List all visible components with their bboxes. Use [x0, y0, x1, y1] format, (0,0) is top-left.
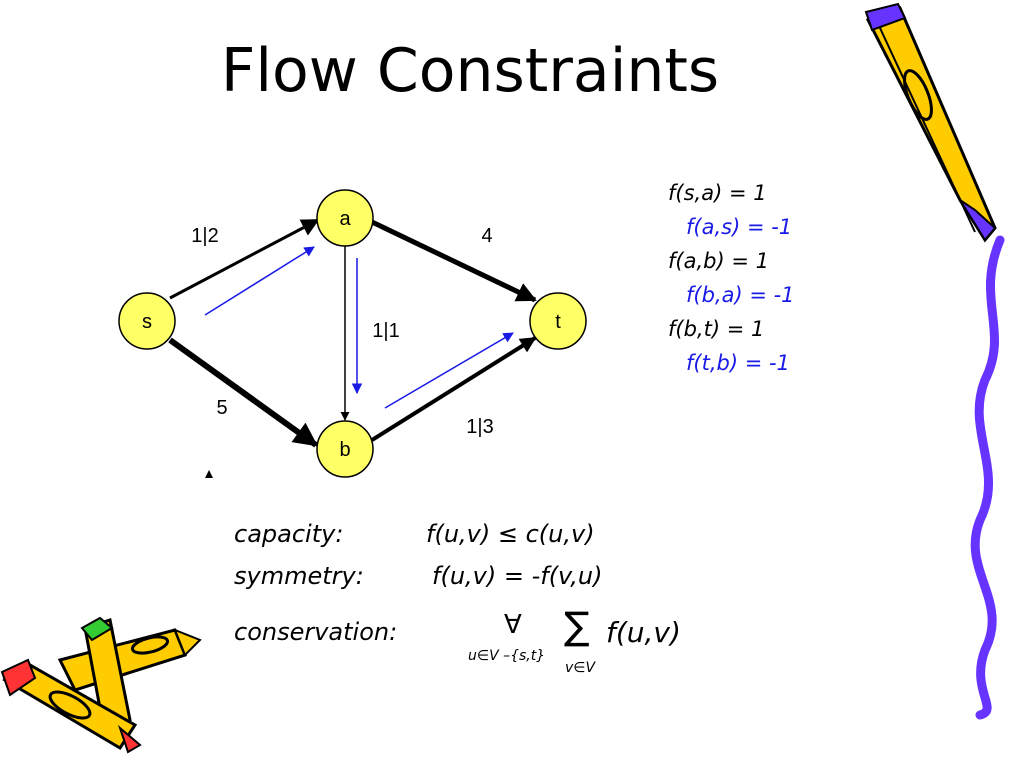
pencil-icon	[864, 2, 997, 243]
node-s-label: s	[142, 311, 152, 333]
edge-a-t	[370, 219, 537, 303]
squiggle-border	[970, 235, 1005, 720]
node-t: t	[529, 292, 587, 350]
flow-value-reverse: f(t,b) = -1	[686, 351, 790, 375]
flow-value: f(s,a) = 1	[668, 181, 767, 205]
symmetry-row: symmetry: f(u,v) = -f(v,u)	[234, 562, 603, 590]
edge-label-s-b: 5	[216, 397, 227, 419]
flow-value: f(a,b) = 1	[668, 249, 769, 273]
flow-value: f(b,t) = 1	[668, 317, 765, 341]
node-b: b	[316, 420, 374, 478]
flow-arrow-b-t	[384, 332, 514, 409]
small-caret-mark	[205, 470, 213, 478]
node-a-label: a	[339, 208, 351, 230]
symmetry-formula: f(u,v) = -f(v,u)	[432, 562, 603, 590]
flow-values-list: f(s,a) = 1 f(a,s) = -1 f(a,b) = 1 f(b,a)…	[668, 176, 795, 380]
edge-b-t	[370, 336, 537, 442]
sum-subscript: v∈V	[565, 660, 596, 676]
edge-label-s-a: 1|2	[191, 225, 218, 247]
forall-subscript: u∈V –{s,t}	[468, 648, 546, 664]
conservation-row: conservation: ∀ u∈V –{s,t} ∑ v∈V f(u,v)	[234, 604, 714, 688]
flow-arrow-s-a	[204, 246, 315, 316]
crayons-icon	[0, 616, 202, 754]
node-a: a	[316, 189, 374, 247]
conservation-label: conservation:	[234, 618, 398, 646]
conservation-formula: f(u,v)	[606, 616, 681, 649]
edge-label-b-t: 1|3	[466, 416, 493, 438]
edge-s-a	[169, 218, 320, 300]
sum-symbol: ∑	[564, 604, 590, 648]
capacity-label: capacity:	[234, 520, 344, 548]
edge-label-a-b: 1|1	[372, 320, 399, 342]
node-s: s	[118, 292, 176, 350]
node-b-label: b	[339, 439, 350, 461]
capacity-formula: f(u,v) ≤ c(u,v)	[426, 520, 595, 548]
symmetry-label: symmetry:	[234, 562, 364, 590]
edge-label-a-t: 4	[481, 225, 492, 247]
flow-value-reverse: f(b,a) = -1	[686, 283, 795, 307]
slide-title: Flow Constraints	[220, 36, 720, 106]
node-t-label: t	[555, 311, 561, 333]
edge-s-b	[168, 337, 318, 448]
forall-symbol: ∀	[504, 610, 522, 640]
capacity-row: capacity: f(u,v) ≤ c(u,v)	[234, 520, 595, 548]
flow-value-reverse: f(a,s) = -1	[686, 215, 793, 239]
